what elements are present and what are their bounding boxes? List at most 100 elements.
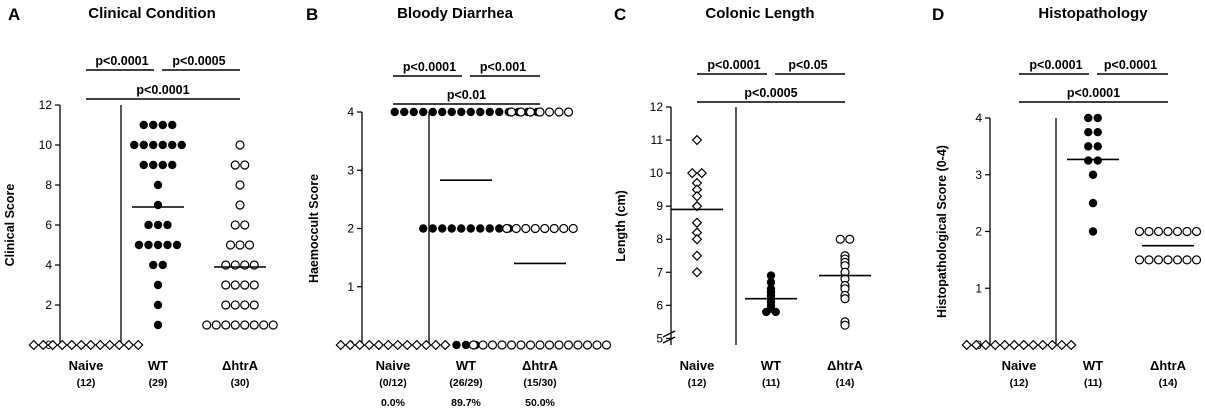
- data-point-filled: [139, 120, 148, 130]
- data-point-diamond: [85, 339, 96, 351]
- data-point-diamond: [335, 339, 346, 351]
- data-point-diamond: [345, 339, 356, 351]
- data-point-filled: [461, 340, 471, 350]
- data-point-open: [840, 294, 850, 304]
- data-point-open: [1172, 255, 1183, 265]
- data-point-diamond: [971, 339, 982, 351]
- data-point-open: [240, 280, 250, 290]
- data-point-diamond: [354, 339, 365, 351]
- group-label: Naive: [69, 358, 104, 373]
- data-point-diamond: [691, 191, 703, 202]
- data-point-diamond: [402, 339, 413, 351]
- group-percent: 0.0%: [381, 397, 406, 408]
- data-point-filled: [153, 220, 163, 230]
- significance-label: p<0.0001: [1067, 86, 1120, 100]
- data-point-open: [549, 223, 559, 234]
- y-tick-label: 6: [656, 298, 663, 312]
- group-label: ΔhtrA: [827, 358, 864, 373]
- data-point-filled: [390, 107, 399, 117]
- data-point-open: [563, 107, 574, 117]
- data-point-open: [240, 220, 250, 230]
- significance-label: p<0.0001: [1104, 58, 1157, 72]
- group-count: (26/29): [449, 377, 482, 389]
- data-point-open: [1163, 255, 1173, 265]
- chart-title: Colonic Length: [705, 5, 814, 22]
- data-point-filled: [144, 220, 153, 230]
- panel-letter: A: [8, 5, 20, 24]
- data-point-filled: [1093, 127, 1102, 137]
- data-point-filled: [485, 107, 494, 117]
- data-point-diamond: [47, 339, 58, 351]
- significance-label: p<0.0001: [95, 54, 148, 68]
- data-point-open: [835, 234, 845, 244]
- data-point-open: [525, 340, 536, 350]
- data-point-open: [221, 280, 231, 290]
- significance-label: p<0.0001: [1029, 58, 1082, 72]
- group-count: (30): [231, 377, 250, 389]
- data-point-filled: [1088, 227, 1098, 236]
- data-point-open: [268, 320, 278, 330]
- data-point-open: [554, 340, 564, 350]
- data-point-open: [1144, 226, 1154, 237]
- data-point-filled: [158, 120, 167, 130]
- data-point-diamond: [57, 339, 68, 351]
- data-point-open: [845, 234, 855, 244]
- data-point-filled: [400, 107, 409, 117]
- y-tick-label: 2: [347, 222, 354, 236]
- group-percent: 50.0%: [525, 397, 555, 408]
- data-point-filled: [476, 224, 485, 233]
- data-point-open: [221, 300, 231, 310]
- data-point-filled: [466, 224, 475, 233]
- data-point-open: [1182, 255, 1192, 265]
- data-point-diamond: [691, 267, 703, 278]
- data-point-filled: [447, 224, 456, 233]
- data-point-filled: [134, 240, 144, 250]
- group-label: WT: [1083, 358, 1103, 373]
- chart-title: Histopathology: [1038, 5, 1148, 22]
- significance-label: p<0.0005: [744, 86, 797, 100]
- data-point-open: [559, 223, 569, 234]
- data-point-open: [1134, 255, 1145, 265]
- data-point-open: [249, 320, 259, 330]
- chart-title: Clinical Condition: [88, 5, 216, 22]
- data-point-diamond: [1047, 339, 1058, 351]
- data-point-filled: [149, 160, 158, 170]
- data-point-open: [544, 107, 555, 117]
- data-point-diamond: [392, 339, 403, 351]
- data-point-filled: [452, 340, 461, 350]
- data-point-diamond: [421, 339, 432, 351]
- data-point-filled: [153, 320, 163, 330]
- data-point-diamond: [364, 339, 375, 351]
- y-tick-label: 1: [347, 280, 354, 294]
- data-point-filled: [168, 160, 177, 170]
- data-point-open: [487, 340, 498, 350]
- group-count: (12): [1010, 377, 1029, 389]
- data-point-open: [544, 340, 555, 350]
- significance-label: p<0.001: [480, 60, 526, 74]
- data-point-open: [563, 340, 574, 350]
- data-point-diamond: [76, 339, 87, 351]
- data-point-open: [259, 320, 269, 330]
- data-point-filled: [158, 140, 167, 150]
- data-point-open: [1172, 226, 1183, 237]
- data-point-open: [240, 160, 250, 170]
- data-point-open: [573, 340, 583, 350]
- data-point-open: [502, 223, 512, 234]
- data-point-filled: [177, 140, 186, 150]
- data-point-diamond: [383, 339, 394, 351]
- data-point-filled: [476, 107, 485, 117]
- data-point-diamond: [691, 200, 703, 212]
- data-point-filled: [139, 140, 148, 150]
- data-point-diamond: [114, 339, 125, 351]
- group-count: (14): [1159, 377, 1178, 389]
- group-label: Naive: [680, 358, 715, 373]
- group-count: (12): [77, 377, 96, 389]
- panel-letter: D: [932, 5, 944, 24]
- data-point-filled: [495, 224, 504, 233]
- data-point-diamond: [411, 339, 422, 351]
- data-point-open: [230, 280, 240, 290]
- data-point-diamond: [999, 339, 1010, 351]
- y-tick-label: 3: [347, 163, 354, 177]
